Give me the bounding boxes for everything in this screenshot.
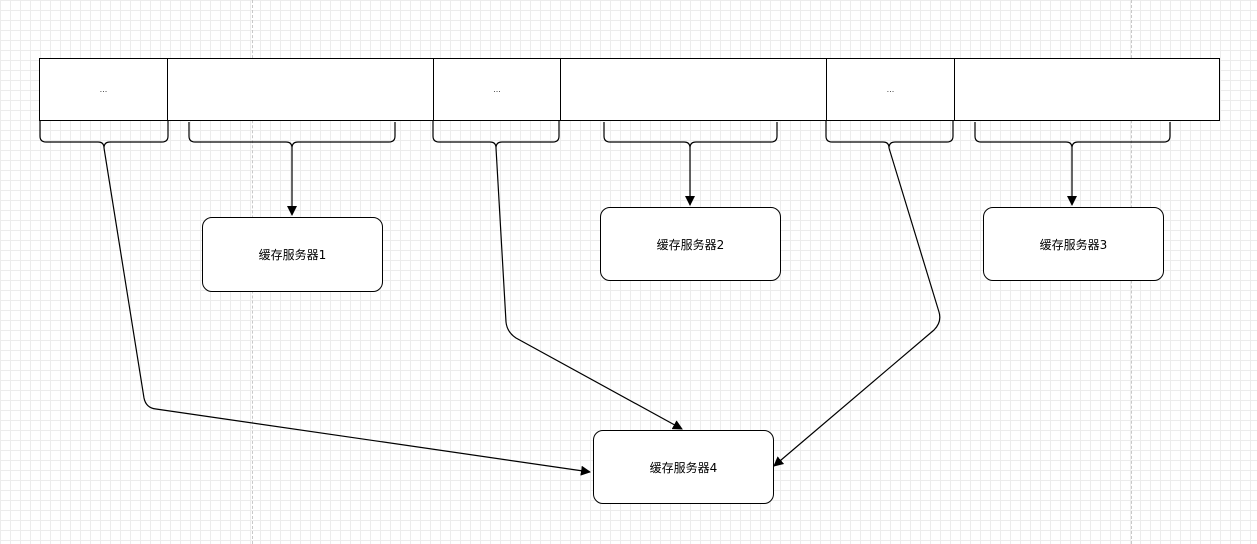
cache-server-4-label: 缓存服务器4 xyxy=(649,460,718,475)
cache-server-1[interactable]: 缓存服务器1 xyxy=(202,217,383,292)
cache-server-2[interactable]: 缓存服务器2 xyxy=(600,207,781,281)
arrow-ellipsis-1-to-server-4 xyxy=(103,147,591,476)
ring-segment-1[interactable] xyxy=(167,58,434,121)
ring-segment-2[interactable] xyxy=(560,58,827,121)
ring-segment-ellipsis-2[interactable]: ... xyxy=(433,58,561,121)
arrow-ellipsis-3-to-server-4 xyxy=(773,147,941,467)
ring-segment-3[interactable] xyxy=(954,58,1220,121)
cache-server-3-label: 缓存服务器3 xyxy=(1039,237,1108,252)
ring-segment-ellipsis-1[interactable]: ... xyxy=(39,58,168,121)
brace-segment-3 xyxy=(974,122,1171,149)
cache-server-1-label: 缓存服务器1 xyxy=(258,248,327,262)
cache-server-4[interactable]: 缓存服务器4 xyxy=(593,430,774,504)
cache-server-3[interactable]: 缓存服务器3 xyxy=(983,207,1164,281)
arrow-ellipsis-2-to-server-4 xyxy=(495,147,683,430)
brace-ellipsis-1 xyxy=(39,121,169,149)
brace-ellipsis-3 xyxy=(825,121,954,149)
brace-segment-1 xyxy=(188,122,396,149)
ring-segment-ellipsis-3[interactable]: ... xyxy=(826,58,955,121)
cache-server-2-label: 缓存服务器2 xyxy=(656,237,725,252)
brace-ellipsis-2 xyxy=(432,121,560,149)
brace-segment-2 xyxy=(603,122,778,149)
